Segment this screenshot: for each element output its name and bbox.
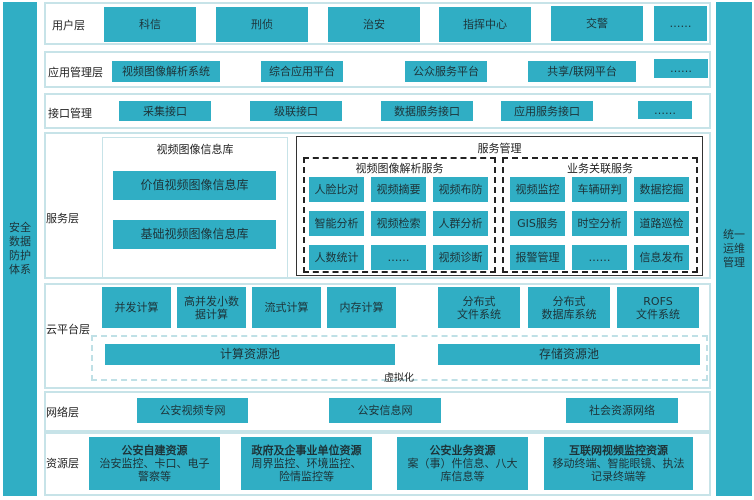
business-service-title: 业务关联服务 — [567, 162, 633, 175]
resource-title: 政府及企事业单位资源 — [251, 444, 362, 457]
business-item: 报警管理 — [510, 245, 565, 270]
service-management-title: 服务管理 — [477, 142, 522, 155]
cloud-item: 流式计算 — [252, 287, 321, 328]
app-item: 共享/联网平台 — [528, 61, 636, 82]
analysis-item: 视频检索 — [371, 211, 426, 236]
cloud-item: 并发计算 — [102, 287, 171, 328]
user-item: 指挥中心 — [439, 7, 531, 42]
network-item: 社会资源网络 — [566, 398, 678, 423]
interface-item: 数据服务接口 — [381, 101, 473, 121]
resource-item: 政府及企事业单位资源 周界监控、环境监控、 险情监控等 — [241, 437, 372, 490]
business-item: 时空分析 — [572, 211, 627, 236]
virtualization-label: 虚拟化 — [384, 373, 414, 384]
interface-item: 采集接口 — [119, 101, 211, 121]
basic-video-library: 基础视频图像信息库 — [113, 220, 276, 249]
resource-item: 公安自建资源 治安监控、卡口、电子 警察等 — [89, 437, 220, 490]
interface-item: 应用服务接口 — [501, 101, 593, 121]
app-item: 公众服务平台 — [405, 61, 487, 82]
analysis-item: 人脸比对 — [309, 177, 364, 202]
network-item: 公安信息网 — [329, 398, 441, 423]
app-item: 综合应用平台 — [261, 61, 343, 82]
security-protection-label: 安全数据防护体系 — [9, 221, 31, 276]
user-item: 刑侦 — [216, 7, 308, 42]
cloud-item: 高并发小数据计算 — [177, 287, 246, 328]
business-item: 视频监控 — [510, 177, 565, 202]
unified-ops-bar: 统一运维管理 — [716, 2, 752, 496]
business-item-more: …… — [572, 245, 627, 270]
analysis-service-title: 视频图像解析服务 — [355, 162, 444, 175]
network-label: 网络层 — [46, 406, 79, 419]
resource-title: 互联网视频监控资源 — [569, 444, 668, 457]
analysis-item: 视频布防 — [433, 177, 488, 202]
analysis-item: 视频摘要 — [371, 177, 426, 202]
storage-resource-pool: 存储资源池 — [438, 344, 700, 365]
cloud-item: 内存计算 — [327, 287, 396, 328]
virtualization-group — [91, 335, 708, 381]
service-management — [296, 136, 703, 276]
user-item-more: …… — [654, 6, 707, 41]
user-item: 交警 — [551, 6, 643, 41]
value-video-library: 价值视频图像信息库 — [113, 171, 276, 200]
user-layer-label: 用户层 — [52, 19, 85, 32]
cloud-item: 分布式文件系统 — [438, 287, 520, 328]
user-item: 治安 — [328, 7, 420, 42]
compute-resource-pool: 计算资源池 — [105, 344, 395, 365]
video-library-title: 视频图像信息库 — [156, 143, 234, 156]
business-item: 数据挖掘 — [634, 177, 689, 202]
interface-label: 接口管理 — [48, 107, 92, 120]
interface-item: 级联接口 — [250, 101, 342, 121]
resource-label: 资源层 — [46, 457, 79, 470]
cloud-item: 分布式数据库系统 — [528, 287, 610, 328]
service-layer-label: 服务层 — [46, 212, 79, 225]
security-protection-bar: 安全数据防护体系 — [3, 2, 37, 496]
network-item: 公安视频专网 — [137, 398, 248, 423]
analysis-item: 人数统计 — [309, 245, 364, 270]
resource-title: 公安业务资源 — [429, 444, 496, 457]
app-item: 视频图像解析系统 — [112, 61, 220, 82]
business-item: 道路巡检 — [634, 211, 689, 236]
app-management-label: 应用管理层 — [48, 66, 103, 79]
video-image-library — [102, 137, 288, 279]
resource-item: 互联网视频监控资源 移动终端、智能眼镜、执法 记录终端等 — [544, 437, 693, 490]
resource-title: 公安自建资源 — [121, 444, 188, 457]
business-item: 车辆研判 — [572, 177, 627, 202]
business-item: GIS服务 — [510, 211, 565, 236]
analysis-item: 人群分析 — [433, 211, 488, 236]
app-item-more: …… — [654, 59, 708, 78]
cloud-platform-label: 云平台层 — [46, 323, 90, 336]
analysis-item-more: …… — [371, 245, 426, 270]
business-item: 信息发布 — [634, 245, 689, 270]
unified-ops-label: 统一运维管理 — [723, 228, 745, 269]
analysis-service-group — [303, 157, 496, 273]
business-service-group — [502, 157, 698, 273]
interface-item-more: …… — [638, 101, 692, 119]
user-item: 科信 — [104, 7, 196, 42]
resource-item: 公安业务资源 案（事）件信息、八大 库信息等 — [397, 437, 528, 490]
analysis-item: 智能分析 — [309, 211, 364, 236]
analysis-item: 视频诊断 — [433, 245, 488, 270]
